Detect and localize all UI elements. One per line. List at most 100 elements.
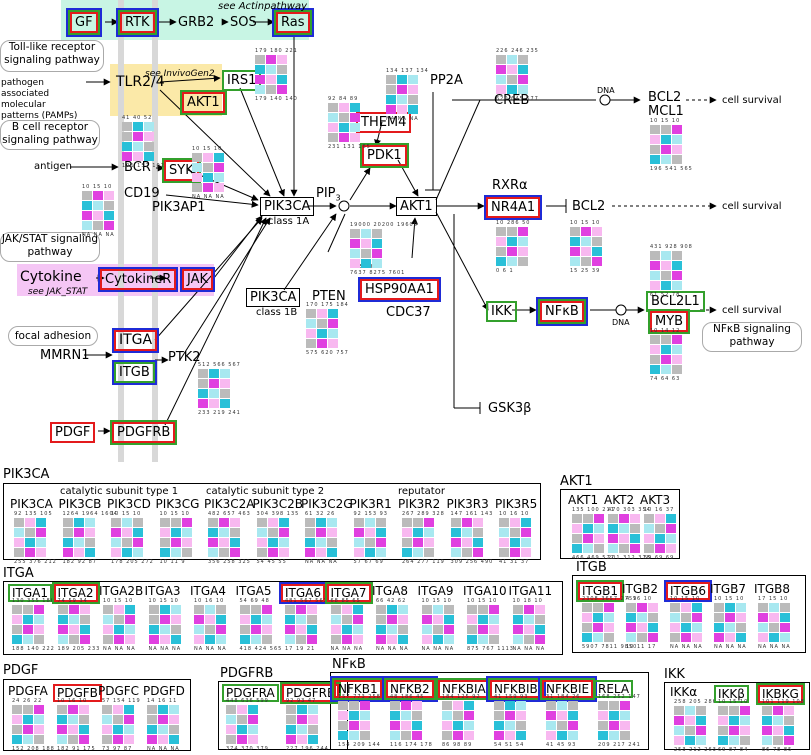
- gene-label-itga-2[interactable]: ITGA2B: [99, 584, 144, 598]
- gene-label-itgb-3[interactable]: ITGB7: [710, 582, 747, 596]
- pdk1-node[interactable]: PDK1: [362, 145, 407, 166]
- gene-label-nfkb-5[interactable]: RELA: [594, 680, 634, 698]
- gene-label-nfkb-0[interactable]: NFKB1: [334, 680, 382, 698]
- gene-label-akt1-0[interactable]: AKT1: [568, 493, 599, 507]
- mini-cell: [489, 635, 499, 644]
- gene-label-itgb-0[interactable]: ITGB1: [578, 582, 623, 600]
- bcr-pathway-pill[interactable]: B cell receptor signaling pathway: [0, 120, 100, 150]
- ras-node[interactable]: Ras: [276, 12, 310, 33]
- gene-label-pdgfrb-1[interactable]: PDGFRB: [282, 684, 340, 702]
- pdgf-node[interactable]: PDGF: [50, 422, 96, 443]
- gene-label-itga-4[interactable]: ITGA4: [190, 584, 227, 598]
- mini-cell: [408, 75, 418, 84]
- mini-cell: [725, 623, 735, 632]
- gene-label-nfkb-4[interactable]: NFKBIE: [542, 680, 594, 698]
- mini-cell: [568, 731, 578, 740]
- gene-label-pdgf-0[interactable]: PDGFA: [8, 684, 48, 698]
- nfkb-pathway-pill[interactable]: NFκB signaling pathway: [702, 322, 802, 352]
- gene-label-itgb-4[interactable]: ITGB8: [754, 582, 791, 596]
- ikk-node[interactable]: IKK: [486, 301, 517, 322]
- mini-cell: [296, 625, 306, 634]
- them4-node[interactable]: THEM4: [356, 112, 412, 133]
- mini-top-values: 92 84 89: [328, 96, 359, 102]
- gene-label-pik3ca-1[interactable]: PIK3CB: [58, 497, 102, 511]
- nfkb-node[interactable]: NFκB: [540, 301, 584, 322]
- myb-node[interactable]: MYB: [650, 311, 689, 332]
- gene-label-itga-10[interactable]: ITGA10: [463, 584, 507, 598]
- gene-label-pik3ca-0[interactable]: PIK3CA: [10, 497, 53, 511]
- gene-label-pdgfrb-0[interactable]: PDGFRA: [222, 684, 279, 702]
- gene-label-pik3ca-5[interactable]: PIK3C2B: [252, 497, 304, 511]
- mini-cell: [68, 725, 78, 734]
- mini-bottom-values: 179 140 140: [255, 96, 298, 102]
- mini-bottom-values: 466 469 522: [572, 555, 615, 561]
- gene-label-ikk-1[interactable]: IKKβ: [714, 685, 749, 703]
- mini-cell: [421, 605, 432, 614]
- gene-label-akt1-2[interactable]: AKT3: [640, 493, 671, 507]
- gene-label-itga-0[interactable]: ITGA1: [8, 584, 53, 602]
- gene-label-pik3ca-7[interactable]: PIK3R1: [349, 497, 392, 511]
- gene-label-pik3ca-2[interactable]: PIK3CD: [107, 497, 151, 511]
- mini-cell: [122, 152, 132, 161]
- mini-cell: [507, 65, 517, 74]
- gene-label-itga-8[interactable]: ITGA8: [372, 584, 409, 598]
- mini-cell: [209, 399, 219, 408]
- gene-label-ikk-2[interactable]: IKBKG: [758, 685, 803, 703]
- mini-cell: [353, 538, 364, 547]
- itga-node[interactable]: ITGA: [114, 330, 158, 351]
- gene-label-itga-9[interactable]: ITGA9: [417, 584, 454, 598]
- mini-cell: [25, 538, 35, 547]
- gene-label-pik3ca-10[interactable]: PIK3R5: [495, 497, 538, 511]
- focal-adhesion-pill[interactable]: focal adhesion: [8, 326, 98, 346]
- mini-cell: [194, 615, 204, 624]
- mini-bottom-values: 620 645 677: [496, 96, 539, 102]
- cytokine-label: Cytokine: [20, 269, 82, 285]
- gene-label-pik3ca-6[interactable]: PIK3C2G: [301, 497, 353, 511]
- cytokiner-node[interactable]: CytokineR: [100, 269, 177, 290]
- akt1-core-node[interactable]: AKT1: [396, 197, 437, 216]
- nr4a1-node[interactable]: NR4A1: [486, 197, 541, 218]
- gene-label-itga-3[interactable]: ITGA3: [144, 584, 181, 598]
- gene-label-akt1-1[interactable]: AKT2: [604, 493, 635, 507]
- gene-label-pdgf-1[interactable]: PDGFB: [53, 684, 102, 702]
- gene-label-itga-6[interactable]: ITGA6: [281, 584, 326, 602]
- hsp90aa1-node[interactable]: HSP90AA1: [360, 279, 439, 300]
- mini-cell: [297, 735, 307, 744]
- gene-label-pik3ca-8[interactable]: PIK3R2: [398, 497, 441, 511]
- gene-label-itga-7[interactable]: ITGA7: [326, 584, 371, 602]
- gene-label-pdgf-2[interactable]: PDGFC: [98, 684, 140, 698]
- akt1-top-node[interactable]: AKT1: [182, 92, 225, 113]
- mini-cell: [461, 528, 472, 537]
- gene-label-pik3ca-3[interactable]: PIK3CG: [155, 497, 200, 511]
- gene-label-nfkb-2[interactable]: NFKBIA: [438, 680, 490, 698]
- gene-label-itgb-1[interactable]: ITGB2: [622, 582, 659, 596]
- itgb-node[interactable]: ITGB: [114, 362, 155, 383]
- gene-label-nfkb-3[interactable]: NFKBIB: [490, 680, 542, 698]
- jak-node[interactable]: JAK: [182, 269, 214, 290]
- gene-label-itga-11[interactable]: ITGA11: [508, 584, 553, 598]
- mini-cell: [328, 319, 338, 328]
- gene-label-ikk-0[interactable]: IKKα: [670, 685, 698, 699]
- jak-pathway-pill[interactable]: JAK/STAT signaling pathway: [0, 232, 100, 262]
- pik3ca-b-node[interactable]: PIK3CA: [246, 288, 301, 307]
- gene-label-itga-1[interactable]: ITGA2: [53, 584, 98, 602]
- gene-label-itga-5[interactable]: ITGA5: [235, 584, 272, 598]
- mini-cell: [12, 615, 22, 624]
- gene-label-pik3ca-4[interactable]: PIK3C2A: [204, 497, 255, 511]
- gf-node[interactable]: GF: [70, 12, 98, 33]
- tlr-pathway-pill[interactable]: Toll-like receptor signaling pathway: [0, 40, 104, 72]
- pdgfrb-node[interactable]: PDGFRB: [112, 422, 176, 443]
- mini-cell: [25, 518, 35, 527]
- rtk-node[interactable]: RTK: [120, 12, 155, 33]
- gene-label-nfkb-1[interactable]: NFKB2: [386, 680, 434, 698]
- bcl2-b-label: BCL2: [572, 199, 606, 214]
- mini-cell: [216, 625, 226, 634]
- gene-label-itgb-2[interactable]: ITGB6: [666, 582, 711, 600]
- gene-label-pdgf-3[interactable]: PDGFD: [143, 684, 185, 698]
- pik3ca-node[interactable]: PIK3CA: [260, 197, 315, 216]
- gene-label-pik3ca-9[interactable]: PIK3R3: [446, 497, 489, 511]
- pip-text: PIP: [316, 186, 336, 201]
